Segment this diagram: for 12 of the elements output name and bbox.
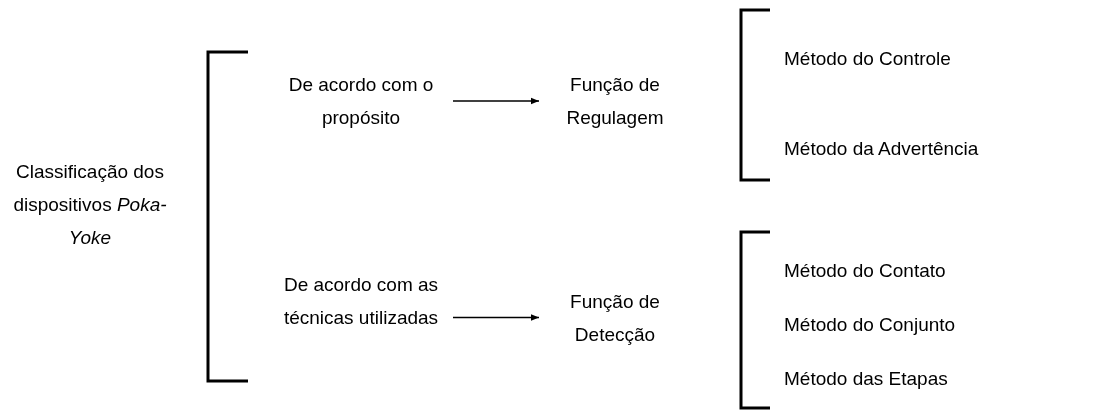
- arrow: [452, 97, 540, 105]
- node-label: Classificação dos dispositivos Poka-Yoke: [12, 155, 168, 254]
- arrow: [452, 314, 540, 321]
- node-label: De acordo com as técnicas utilizadas: [275, 268, 447, 334]
- node-label: Método da Advertência: [784, 132, 1004, 165]
- node-label: Método do Conjunto: [784, 308, 1004, 341]
- node-label: Método do Contato: [784, 254, 1004, 287]
- node-label: Função de Regulagem: [545, 68, 685, 134]
- node-label: Função de Detecção: [545, 285, 685, 351]
- node-label: Método do Controle: [784, 42, 1004, 75]
- node-label: Método das Etapas: [784, 362, 1004, 395]
- node-label: De acordo com o propósito: [275, 68, 447, 134]
